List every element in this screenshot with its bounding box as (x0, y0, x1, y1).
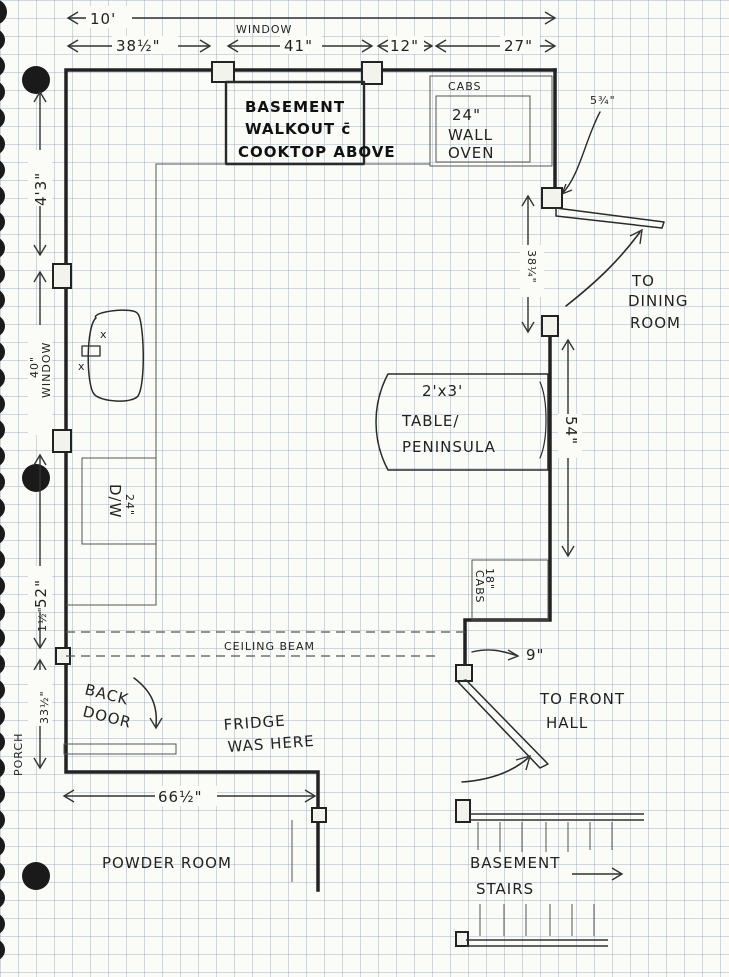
dining-line1: TO (631, 272, 655, 290)
cabs-right-size: 18" (483, 568, 496, 590)
left-window-label: 40" (28, 356, 41, 378)
exterior-walls (64, 68, 557, 892)
porch-segment-label: 33½" (38, 690, 51, 724)
cabs-top-label: CABS (448, 80, 482, 93)
right-wall-label: 54" (562, 416, 580, 445)
window-top-label: WINDOW (236, 23, 292, 36)
notebook-binding-holes (0, 0, 50, 960)
dimension-right-side: 5¾" 38¼" 54" 9" (471, 94, 616, 664)
back-door: BACK DOOR (63, 677, 177, 755)
dining-line2: DINING (628, 292, 688, 310)
wall-oven-line1: 24" (452, 106, 481, 124)
svg-text:x: x (78, 360, 86, 373)
overall-width-label: 10' (90, 10, 116, 28)
cabs-right-label: CABS (473, 570, 486, 604)
dimension-bottom-run: 66½" (62, 786, 317, 806)
svg-text:x: x (100, 328, 108, 341)
basement-walkout-line2: WALKOUT c̄ (245, 120, 351, 138)
dimension-left-side: 4'3" 40" WINDOW 52" 1½" 33½" PORCH (12, 90, 53, 776)
right-cabinets: 18" CABS (471, 559, 549, 621)
right-corner-label: 5¾" (590, 94, 616, 107)
dishwasher: D/W 24" (81, 457, 157, 545)
basement-stairs-line1: BASEMENT (470, 854, 560, 872)
table-line3: PENINSULA (402, 438, 496, 456)
door-to-dining-room: TO DINING ROOM (555, 207, 688, 332)
wall-oven-line3: OVEN (448, 144, 495, 162)
top-right-segment-label: 27" (504, 37, 533, 55)
counter-outline (66, 163, 430, 606)
bottom-run-label: 66½" (158, 788, 203, 806)
front-hall-offset-label: 9" (526, 646, 544, 664)
front-hall-line1: TO FRONT (539, 690, 625, 708)
basement-walkout-line1: BASEMENT (245, 98, 345, 116)
dishwasher-label: D/W (106, 484, 124, 518)
fridge-line1: FRIDGE (223, 712, 286, 734)
table-line1: 2'x3' (422, 382, 463, 400)
left-lower-label: 52" (32, 579, 50, 608)
dimension-top-segments: 38½" 41" WINDOW 12" 27" (66, 23, 557, 55)
powder-room: POWDER ROOM (102, 820, 293, 882)
door-to-front-hall: TO FRONT HALL (457, 679, 625, 783)
wall-oven-line2: WALL (448, 126, 493, 144)
right-door-gap-label: 38¼" (525, 250, 538, 284)
basement-walkout-cabinet: BASEMENT WALKOUT c̄ COOKTOP ABOVE (224, 80, 396, 166)
basement-walkout-line3: COOKTOP ABOVE (238, 143, 396, 161)
top-left-segment-label: 38½" (116, 37, 161, 55)
ceiling-beam: CEILING BEAM (66, 631, 465, 657)
kitchen-sink: x x (78, 309, 144, 402)
left-upper-label: 4'3" (32, 172, 50, 206)
table-line2: TABLE/ (401, 412, 459, 430)
table-peninsula: 2'x3' TABLE/ PENINSULA (375, 373, 549, 471)
window-span-label: 41" (284, 37, 313, 55)
dining-line3: ROOM (630, 314, 681, 332)
front-hall-line2: HALL (546, 714, 588, 732)
powder-room-label: POWDER ROOM (102, 854, 232, 872)
left-small-label: 1½" (36, 606, 49, 632)
fridge-note: FRIDGE WAS HERE (223, 712, 315, 756)
wall-posts (52, 61, 563, 947)
ceiling-beam-label: CEILING BEAM (224, 640, 315, 653)
window-left-label: WINDOW (40, 342, 53, 398)
porch-label: PORCH (12, 733, 25, 776)
basement-stairs: BASEMENT STAIRS (466, 813, 644, 947)
dishwasher-size-label: 24" (123, 494, 136, 516)
basement-stairs-line2: STAIRS (476, 880, 534, 898)
fridge-line2: WAS HERE (227, 732, 315, 756)
window-right-segment-label: 12" (390, 37, 419, 55)
wall-oven-cabinet: CABS 24" WALL OVEN (429, 75, 553, 167)
dimension-overall-width: 10' (66, 6, 557, 28)
